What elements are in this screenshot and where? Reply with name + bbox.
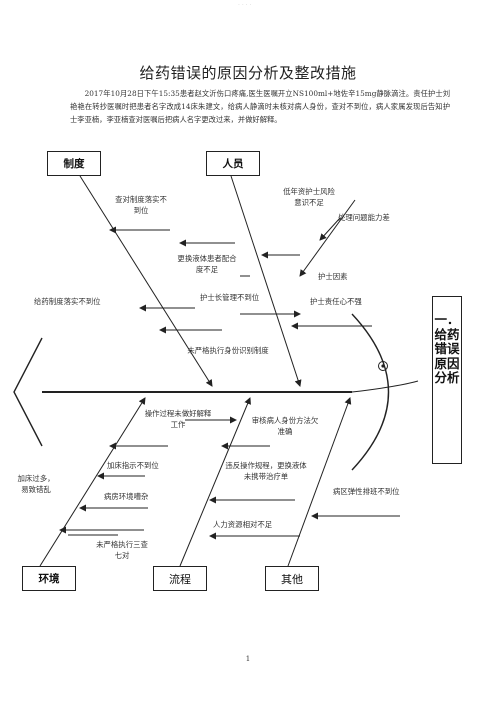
page-number: 1 (245, 655, 251, 663)
cause-flexible-scheduling: 病区弹性排班不到位 (333, 487, 400, 496)
cause-problem-handling: 处理问题能力差 (338, 213, 390, 222)
section-title: 一．给药错误原因分析 (434, 312, 460, 386)
fish-tail (13, 337, 43, 447)
fish-pupil (381, 364, 385, 368)
cause-staff-shortage: 人力资源相对不足 (213, 520, 273, 529)
cause-medication-system: 给药制度落实不到位 (34, 297, 101, 306)
incident-description: 2017年10月28日下午15:35患者赵文沂伤口疼痛,医生医嘱开立NS100m… (70, 89, 450, 125)
category-staff: 人员 (206, 151, 260, 176)
cause-junior-nurse-risk: 低年资护士风险意识不足 (283, 187, 335, 207)
cause-extra-beds: 加床过多，易致错乱 (17, 474, 55, 494)
cause-patient-cooperation: 更换液体患者配合度不足 (177, 254, 237, 274)
cause-identity-method: 审核病人身份方法欠准确 (251, 416, 319, 436)
fish-eye (378, 361, 388, 371)
cause-three-checks: 未严格执行三查七对 (96, 540, 148, 560)
cause-identity-check: 未严格执行身份识别制度 (187, 346, 269, 355)
bone-other (287, 397, 352, 567)
cause-noisy-ward: 病房环境嘈杂 (104, 492, 149, 501)
cause-procedure-violation: 违反操作规程，更换液体未携带治疗单 (225, 461, 307, 481)
cause-nurse-responsibility: 护士责任心不强 (310, 297, 362, 306)
cause-check-system: 查对制度落实不到位 (115, 195, 167, 215)
cause-no-explanation: 操作过程未做好解释工作 (144, 409, 212, 429)
category-policy: 制度 (47, 151, 101, 176)
category-process: 流程 (153, 566, 207, 591)
fish-mouth (351, 380, 419, 393)
bone-staff (230, 175, 302, 387)
section-title-box: 一．给药错误原因分析 (432, 296, 462, 464)
category-environment: 环境 (22, 566, 76, 591)
header-mark: · · · · (238, 2, 252, 9)
fish-head (351, 313, 390, 471)
cause-head-nurse-management: 护士长管理不到位 (200, 293, 260, 302)
cause-bed-signage: 加床指示不到位 (107, 461, 159, 470)
bone-process (179, 397, 251, 567)
page-title: 给药错误的原因分析及整改措施 (139, 64, 357, 82)
bone-policy (79, 175, 213, 387)
cause-nurse-factor: 护士因素 (318, 272, 348, 281)
category-other: 其他 (265, 566, 319, 591)
bone-environment (39, 397, 146, 567)
